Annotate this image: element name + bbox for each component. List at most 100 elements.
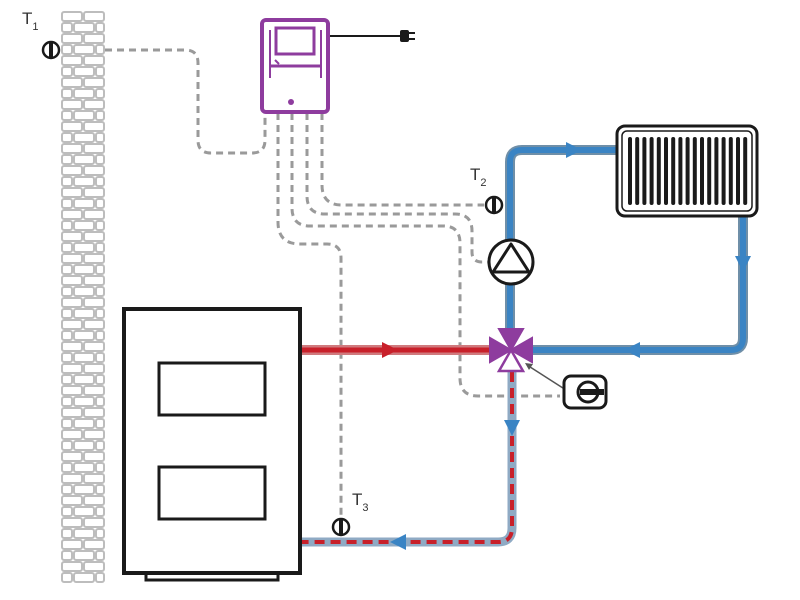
brick (73, 110, 95, 121)
temperature-sensor-t2: T2 (470, 165, 504, 215)
brick (83, 121, 105, 132)
brick (73, 330, 95, 341)
brick (73, 374, 95, 385)
radiator-icon (615, 124, 759, 218)
brick (61, 121, 83, 132)
brick (61, 352, 73, 363)
brick (61, 297, 83, 308)
radiator-fins (628, 137, 748, 205)
brick (73, 88, 95, 99)
brick (95, 528, 105, 539)
brick (95, 374, 105, 385)
brick (83, 187, 105, 198)
brick (61, 451, 83, 462)
brick (83, 495, 105, 506)
brick (95, 308, 105, 319)
valve-actuator-icon (525, 363, 608, 410)
brick (61, 220, 73, 231)
brick (61, 242, 73, 253)
brick (61, 11, 83, 22)
brick (61, 484, 73, 495)
brick (95, 484, 105, 495)
brick (73, 484, 95, 495)
flow-arrow-boiler-return-left (390, 534, 406, 550)
brick (73, 264, 95, 275)
power-cable (330, 30, 415, 42)
brick (73, 286, 95, 297)
brick (83, 275, 105, 286)
signal-lines (105, 48, 560, 520)
signal-line-actuator (290, 113, 560, 398)
brick (73, 220, 95, 231)
brick (83, 99, 105, 110)
brick (73, 462, 95, 473)
brick (95, 88, 105, 99)
brick (61, 363, 83, 374)
brick (83, 473, 105, 484)
brick (61, 33, 83, 44)
brick (73, 22, 95, 33)
brick (61, 286, 73, 297)
brick (61, 88, 73, 99)
brick (95, 198, 105, 209)
brick (83, 231, 105, 242)
brick (83, 77, 105, 88)
flow-arrow-boiler-return-down (504, 420, 520, 436)
signal-line-t2 (320, 113, 484, 207)
brick (61, 253, 83, 264)
brick (95, 440, 105, 451)
flow-arrows (382, 142, 751, 550)
brick (83, 319, 105, 330)
radiator-fin (656, 137, 661, 205)
radiator-fin (714, 137, 719, 205)
brick (73, 44, 95, 55)
brick (61, 385, 83, 396)
brick (83, 143, 105, 154)
brick (95, 176, 105, 187)
circulation-pump-icon (487, 238, 535, 286)
brick (83, 407, 105, 418)
brick (73, 396, 95, 407)
brick (61, 473, 83, 484)
brick (61, 143, 83, 154)
brick (61, 396, 73, 407)
brick (95, 352, 105, 363)
radiator-fin (664, 137, 668, 205)
brick (61, 132, 73, 143)
brick (61, 275, 83, 286)
brick (61, 187, 83, 198)
return-pipe-radiator-inlet (505, 145, 620, 333)
controller-icon (260, 18, 330, 114)
brick (61, 429, 83, 440)
signal-line-pump (305, 113, 490, 264)
brick (61, 407, 83, 418)
brick (95, 132, 105, 143)
brick (95, 110, 105, 121)
brick (61, 308, 73, 319)
radiator-fin (707, 137, 712, 205)
brick (83, 561, 105, 572)
sensor-label-t3: T3 (352, 490, 369, 514)
brick (73, 242, 95, 253)
brick (95, 22, 105, 33)
brick (61, 165, 83, 176)
brick (95, 66, 105, 77)
brick (95, 330, 105, 341)
radiator-fin (692, 137, 697, 205)
signal-line-t1 (105, 48, 267, 155)
radiator-fin (685, 137, 690, 205)
brick (61, 528, 73, 539)
return-pipes (505, 145, 748, 355)
brick (73, 308, 95, 319)
temperature-sensor-t3: T3 (331, 490, 369, 537)
radiator-fin (649, 137, 654, 205)
brick (61, 110, 73, 121)
brick (83, 517, 105, 528)
brick (83, 297, 105, 308)
sensor-label-t1: T1 (22, 9, 39, 33)
radiator-fin (678, 137, 683, 205)
brick (73, 506, 95, 517)
brick (61, 231, 83, 242)
flow-arrow-supply (382, 342, 398, 358)
